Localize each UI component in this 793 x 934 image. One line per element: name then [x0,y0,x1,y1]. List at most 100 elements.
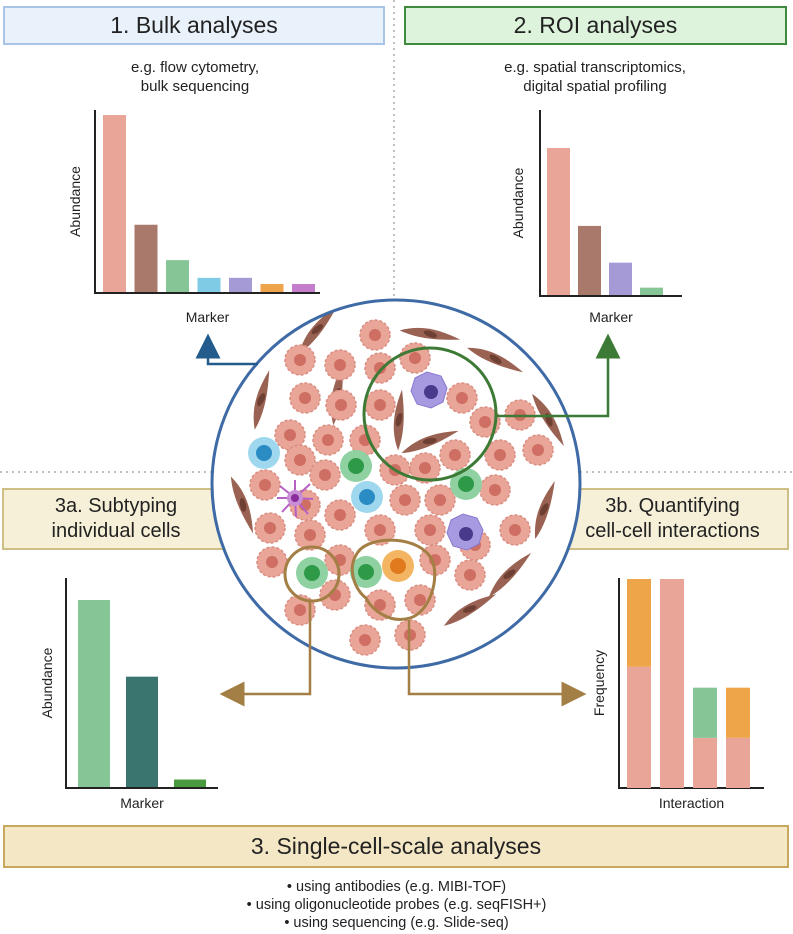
purple-macrophage-cell [410,371,448,409]
tumor-cell [284,344,316,376]
stacked-bar-segment [627,579,651,667]
bulk-arrow [195,333,258,366]
method-item: • using antibodies (e.g. MIBI-TOF) [286,879,507,895]
tumor-cell [479,474,511,506]
tumor-cell [254,512,286,544]
bulk-subtitle-line2: bulk sequencing [140,78,250,95]
green-immune-cell [340,450,372,482]
bar [174,779,206,787]
bulk-analyses-title: 1. Bulk analyses [3,6,385,45]
tumor-cell [324,349,356,381]
tumor-cell [249,469,281,501]
tissue-section [212,300,580,668]
roi-chart: Marker Abundance [510,110,682,325]
bar [609,262,632,295]
cell-pair-outline [350,538,437,621]
bar [78,600,110,787]
chart-axis [65,578,218,789]
roi-circle [362,346,498,482]
bar [197,277,221,292]
subtyping-title-line1: 3a. Subtyping [54,495,178,517]
bar [578,225,601,295]
subtyping-title: 3a. Subtyping individual cells [2,488,230,550]
stacked-bar-segment [726,737,750,788]
tumor-cell [389,484,421,516]
y-axis-label: Abundance [510,167,526,238]
interactions-title-line2: cell-cell interactions [585,520,760,542]
tumor-cell [256,546,288,578]
tumor-cell [324,499,356,531]
single-cell-outline [283,545,341,603]
bar [126,676,158,787]
stacked-bar-segment [693,737,717,788]
bulk-subtitle: e.g. flow cytometry, bulk sequencing [70,58,320,96]
tumor-cell [446,382,478,414]
x-axis-label: Marker [186,309,230,325]
green-immune-cell [350,556,382,588]
interactions-title-line1: 3b. Quantifying [605,495,740,517]
tumor-cell [454,559,486,591]
subtyping-arrow [219,602,312,707]
interactions-arrow [407,620,587,707]
method-item: • using oligonucleotide probes (e.g. seq… [246,897,547,913]
bar [292,284,315,292]
bulk-subtitle-line1: e.g. flow cytometry, [130,59,260,76]
orange-immune-cell [382,550,414,582]
blue-immune-cell [351,481,383,513]
subtype-chart: Marker Abundance [39,578,218,811]
roi-subtitle-line1: e.g. spatial transcriptomics, [504,59,686,76]
purple-macrophage-cell [446,513,484,551]
chart-axis [94,110,320,294]
x-axis-label: Marker [589,309,633,325]
y-axis-label: Abundance [67,166,83,237]
tumor-cell [325,389,357,421]
tumor-cell [414,514,446,546]
green-immune-cell [296,557,328,589]
stacked-bar-segment [726,687,750,738]
subtyping-title-line2: individual cells [51,520,181,542]
single-cell-title: 3. Single-cell-scale analyses [3,825,789,868]
x-axis-label: Marker [120,795,164,811]
tumor-cell [289,382,321,414]
bar [260,284,284,292]
blue-immune-cell [248,437,280,469]
tumor-cell [312,424,344,456]
bar [103,115,126,292]
tissue-boundary [210,298,582,670]
x-axis-label: Interaction [659,795,724,811]
bulk-chart: Marker Abundance [67,110,320,325]
method-item: • using sequencing (e.g. Slide-seq) [284,915,509,931]
tumor-cell [499,514,531,546]
stacked-bar-segment [693,687,717,738]
tumor-cell [439,439,471,471]
interactions-title: 3b. Quantifying cell-cell interactions [556,488,789,550]
tumor-cell [359,319,391,351]
roi-analyses-title: 2. ROI analyses [404,6,787,45]
tumor-cell [319,579,351,611]
stacked-bar-segment [660,579,684,788]
bar [640,287,663,295]
tumor-cell [364,352,396,384]
bar [134,224,158,292]
tumor-cell [309,459,341,491]
dendritic-cell [277,480,314,518]
chart-axis [539,110,682,297]
tumor-cell [294,519,326,551]
roi-subtitle-line2: digital spatial profiling [523,78,667,95]
bar [166,260,189,292]
y-axis-label: Frequency [591,650,607,716]
roi-subtitle: e.g. spatial transcriptomics, digital sp… [470,58,720,96]
green-immune-cell [450,468,482,500]
stacked-bar-segment [627,666,651,788]
tumor-cell [364,389,396,421]
bar [547,148,570,295]
tumor-cell [424,484,456,516]
tumor-cell [522,434,554,466]
interaction-chart: Interaction Frequency [591,578,764,811]
single-cell-method-list: • using antibodies (e.g. MIBI-TOF) • usi… [0,878,793,932]
tumor-cell [349,624,381,656]
roi-arrow [496,333,621,418]
y-axis-label: Abundance [39,647,55,718]
bar [229,277,252,292]
